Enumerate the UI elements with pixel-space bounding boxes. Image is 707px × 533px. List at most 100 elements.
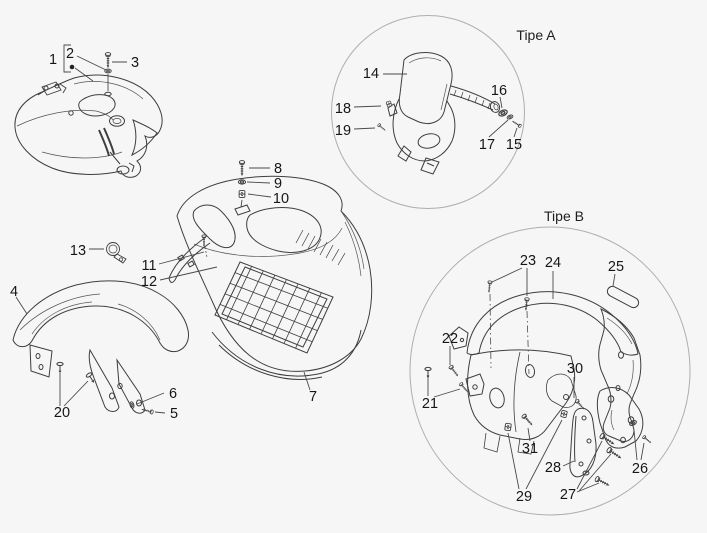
- frame-clip-2: [187, 260, 195, 268]
- body-detail-lines: [483, 351, 577, 455]
- leader-lines: [74, 55, 127, 91]
- support-plate-28: [569, 407, 597, 478]
- callout-6: 6: [169, 386, 177, 402]
- body-oval-hole-2: [524, 364, 536, 378]
- callout-labels: 1 2 3 4 5 6 7 8 9 10 11 12 13 14 15 16 1…: [10, 27, 648, 505]
- callout-31: 31: [522, 441, 538, 457]
- screw-icon: [448, 364, 460, 378]
- column-cup: [116, 165, 130, 175]
- callout-11: 11: [141, 258, 156, 274]
- screw-icon: [511, 119, 523, 129]
- arm-end-boss-inner: [493, 103, 499, 111]
- tipe-a-section-label: Tipe A: [516, 27, 556, 43]
- callout-12: 12: [141, 274, 157, 290]
- callout-14: 14: [363, 66, 379, 82]
- arm-end-boss: [489, 101, 501, 113]
- callout-30: 30: [567, 361, 583, 377]
- callout-9: 9: [274, 176, 282, 192]
- washer-icon: [506, 113, 514, 121]
- tipe-b-detail-group: [409, 226, 691, 516]
- clamp-screw-hole-2: [54, 83, 60, 89]
- channel-hole: [618, 351, 624, 359]
- screw-icon: [141, 407, 154, 415]
- grille-grid: [219, 266, 328, 349]
- callout-18: 18: [335, 101, 351, 117]
- callout-8: 8: [274, 161, 282, 177]
- brake-lever-clamp: [37, 81, 67, 96]
- windshield-echo: [408, 57, 448, 111]
- callout-24: 24: [545, 255, 561, 271]
- cover-ring-boss-inner: [112, 118, 122, 124]
- callout-22: 22: [442, 331, 458, 347]
- callout-17: 17: [479, 137, 495, 153]
- tipe-b-section-label: Tipe B: [544, 208, 584, 224]
- callout-29: 29: [516, 489, 532, 505]
- cover-small-hole: [68, 110, 74, 116]
- collar-inner-arc: [193, 210, 365, 277]
- callout-20: 20: [54, 405, 70, 421]
- callout-10: 10: [273, 191, 289, 207]
- right-lower-bracket: [596, 387, 644, 449]
- bottom-edge-arcs: [211, 329, 362, 380]
- leader-lines: [427, 267, 645, 493]
- clip-nut-icon: [385, 100, 393, 108]
- left-bracket: [448, 326, 485, 397]
- mount-tab: [234, 204, 251, 216]
- callout-28: 28: [545, 460, 561, 476]
- body-lower-bracket: [397, 145, 412, 162]
- legshield-outline: [176, 175, 373, 372]
- screw-icon: [523, 297, 530, 311]
- topleft-callout-graphics: [63, 44, 127, 91]
- collar-center-recess: [246, 207, 322, 254]
- cover-ring-boss: [109, 115, 125, 127]
- screw-icon: [201, 234, 207, 247]
- washer-icon: [237, 179, 247, 185]
- washer-icon: [104, 68, 112, 74]
- support-arm: [449, 85, 496, 111]
- clip-nut-icon: [238, 190, 246, 198]
- callout-27: 27: [560, 487, 576, 503]
- leader-lines: [353, 73, 518, 138]
- clamp-screw-hole: [43, 85, 49, 91]
- plate-hole: [581, 415, 587, 421]
- callout-26: 26: [632, 461, 648, 477]
- tipe-a-detail-group: [331, 15, 525, 209]
- bracket-hole-2: [459, 337, 465, 343]
- grille-frame: [214, 261, 334, 354]
- callout-15: 15: [506, 137, 522, 153]
- screw-icon: [641, 434, 653, 445]
- support-arm-hatching: [453, 89, 491, 110]
- brace-hole: [563, 394, 569, 400]
- callout-13: 13: [70, 243, 86, 259]
- strut-hole: [109, 392, 115, 400]
- tipe-b-callout-graphics: [424, 267, 653, 493]
- bracket-hole: [472, 384, 478, 390]
- cable-clamp-icon: [106, 242, 127, 264]
- callout-16: 16: [491, 83, 507, 99]
- cover-right-crescent: [130, 119, 158, 157]
- plate-hole-3: [578, 461, 584, 467]
- screw-axis-dashdot: [489, 293, 530, 375]
- callout-bracket-1: [63, 44, 71, 73]
- brake-hose-bars: [98, 127, 115, 157]
- callout-25: 25: [608, 259, 624, 275]
- screw-dashed-axis: [204, 246, 208, 258]
- mudguard-echo-lines: [19, 293, 161, 341]
- tipe-b-circle: [409, 226, 691, 516]
- trim-strip-25: [606, 285, 640, 309]
- strut-hole-2: [117, 382, 123, 390]
- body-foot-bracket: [420, 157, 440, 175]
- clip-nut-icon: [504, 422, 512, 432]
- screw-icon: [238, 160, 246, 176]
- cover-creases: [16, 81, 144, 159]
- steering-column: [109, 151, 135, 173]
- screw-icon: [104, 52, 112, 68]
- plate-hole-2: [38, 364, 44, 370]
- headlamp-body: [392, 98, 456, 162]
- body-oval-opening: [417, 133, 441, 149]
- windshield-outline: [398, 52, 453, 125]
- body-oval-hole: [489, 387, 505, 409]
- collar-ribs: [295, 229, 346, 266]
